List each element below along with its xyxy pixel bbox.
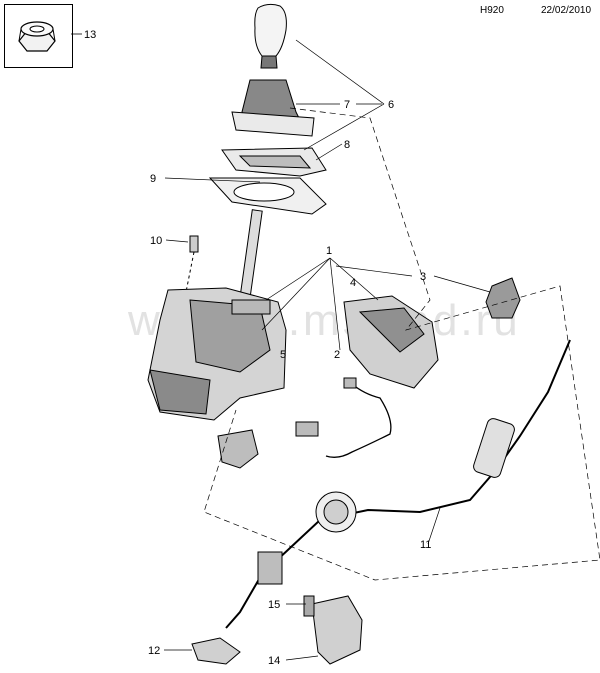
- switch-module: [485, 277, 521, 319]
- callout-5: 5: [280, 349, 286, 361]
- callout-8: 8: [344, 139, 350, 151]
- callout-12: 12: [148, 645, 160, 657]
- wiring-harness: [295, 377, 392, 458]
- shifter-housing: [147, 287, 287, 421]
- callout-10: 10: [150, 235, 162, 247]
- diagram-code: H920: [480, 5, 504, 16]
- shift-cable: [225, 339, 571, 629]
- callout-4: 4: [350, 277, 356, 289]
- bolt-part: [185, 235, 199, 293]
- callout-15: 15: [268, 599, 280, 611]
- gear-knob: [231, 3, 315, 137]
- shift-lever-rod: [239, 209, 263, 301]
- callout-2: 2: [334, 349, 340, 361]
- mounting-bracket: [303, 595, 363, 665]
- callout-13: 13: [84, 29, 96, 41]
- diagram-date: 22/02/2010: [541, 5, 592, 16]
- callout-3: 3: [420, 271, 426, 283]
- linkage-arm: [191, 637, 241, 665]
- selector-bracket: [343, 295, 439, 389]
- trim-frame: [221, 147, 327, 177]
- callout-7: 7: [344, 99, 350, 111]
- callout-11: 11: [420, 539, 431, 551]
- bezel-plate: [208, 177, 327, 215]
- inset-frame: [4, 4, 73, 68]
- lock-nut-icon: [18, 21, 56, 52]
- callout-14: 14: [268, 655, 280, 667]
- callout-1: 1: [326, 245, 332, 257]
- callout-9: 9: [150, 173, 156, 185]
- callout-6: 6: [388, 99, 394, 111]
